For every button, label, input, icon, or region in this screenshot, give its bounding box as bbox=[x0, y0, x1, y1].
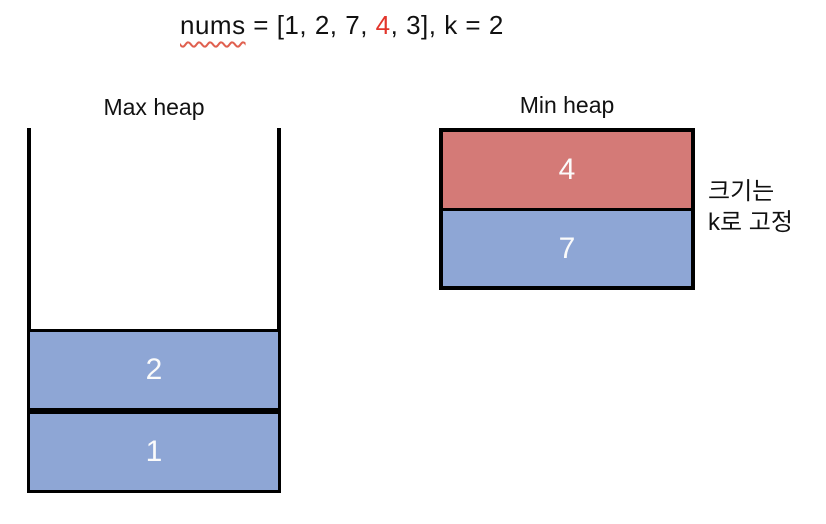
size-fixed-annotation: 크기는 k로 고정 bbox=[708, 176, 793, 238]
min-heap-container: 4 7 bbox=[439, 128, 695, 290]
min-heap-block-top-value: 4 bbox=[558, 153, 576, 186]
size-fixed-annotation-line2: k로 고정 bbox=[708, 209, 793, 236]
nums-variable: nums bbox=[180, 10, 246, 40]
max-heap-label: Max heap bbox=[103, 94, 205, 120]
max-heap-block-bottom-value: 1 bbox=[145, 435, 163, 468]
nums-expression-suffix: , 3], k = 2 bbox=[390, 10, 504, 40]
nums-expression-mid: = [1, 2, 7, bbox=[245, 10, 376, 40]
max-heap-block-top-value: 2 bbox=[145, 353, 163, 386]
min-heap-label: Min heap bbox=[519, 92, 615, 118]
min-heap-block-bottom-value: 7 bbox=[558, 231, 576, 265]
max-heap-block-bottom: 1 bbox=[27, 411, 281, 493]
size-fixed-annotation-line1: 크기는 bbox=[708, 178, 775, 205]
min-heap-block-bottom: 7 bbox=[443, 211, 691, 286]
min-heap-block-top: 4 bbox=[443, 132, 691, 211]
max-heap-block-top: 2 bbox=[27, 329, 281, 411]
nums-expression: nums = [1, 2, 7, 4, 3], k = 2 bbox=[180, 8, 504, 42]
nums-highlighted-value: 4 bbox=[375, 10, 391, 40]
